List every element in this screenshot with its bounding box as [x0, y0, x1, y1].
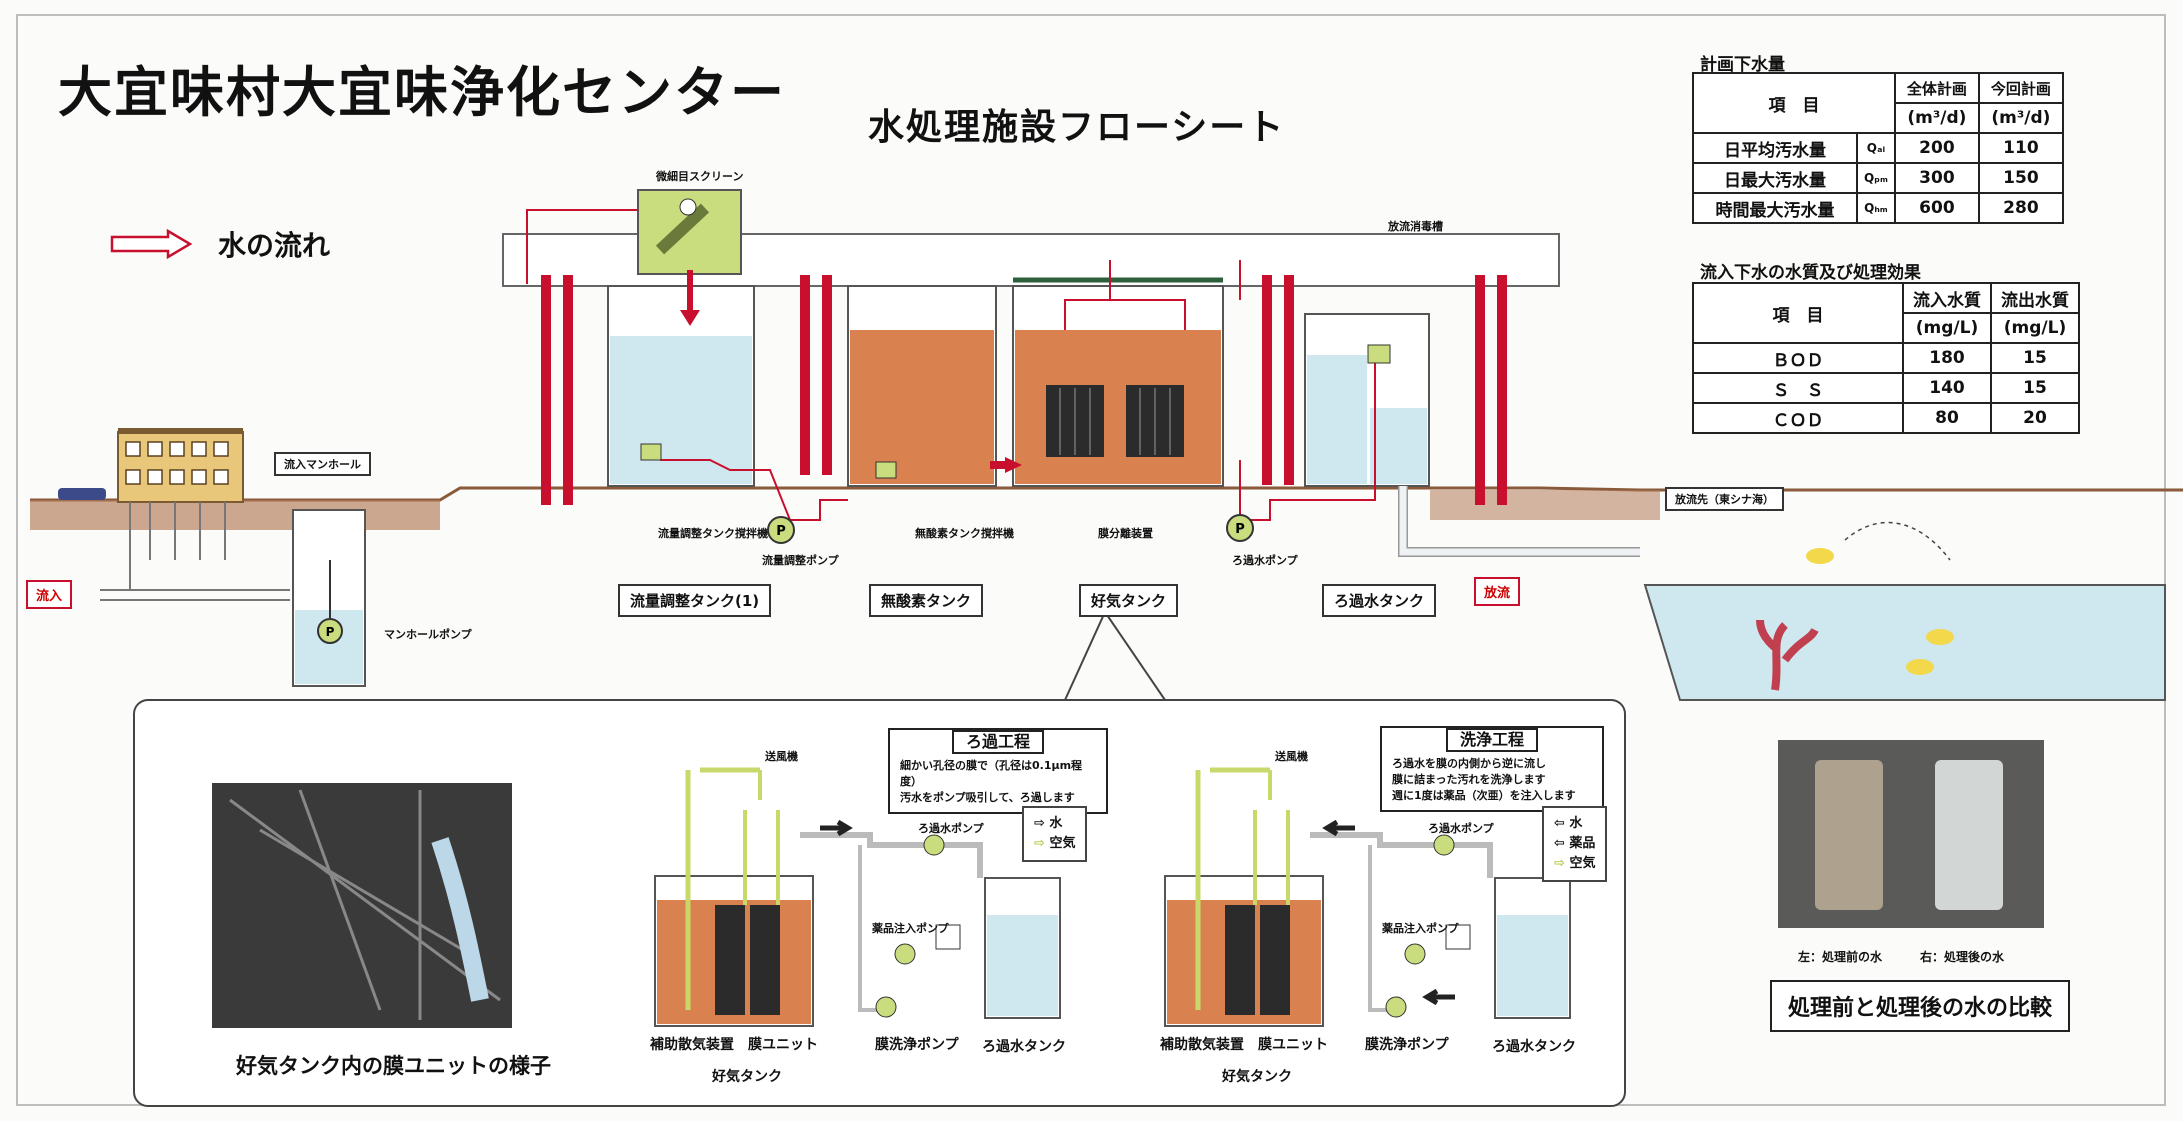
filtration-process-box: ろ過工程 細かい孔径の膜で（孔径は0.1μm程度） 汚水をポンプ吸引して、ろ過し…	[888, 728, 1108, 814]
water-flow-legend: 水の流れ	[110, 224, 330, 264]
cleaning-line2: 膜に詰まった汚れを洗浄します	[1392, 773, 1546, 786]
table-row-label: Ｓ Ｓ	[1692, 372, 1904, 404]
sewage-header-full: 全体計画	[1893, 72, 1980, 104]
quality-header-out: 流出水質	[1990, 282, 2080, 314]
f-backwash-pump-label: 膜洗浄ポンプ	[875, 1037, 959, 1053]
filtration-line1: 細かい孔径の膜で（孔径は0.1μm程度）	[900, 759, 1083, 788]
anoxic-mixer-label: 無酸素タンク撹拌機	[915, 527, 1014, 540]
f-diffuser-label: 補助散気装置	[650, 1037, 734, 1053]
quality-table-caption: 流入下水の水質及び処理効果	[1700, 263, 1921, 283]
discharge-to-tag: 放流先（東シナ海）	[1665, 487, 1784, 511]
sheet-title: 水処理施設フローシート	[868, 107, 1286, 148]
sewage-header-item: 項 目	[1692, 72, 1896, 134]
tank-anoxic: 無酸素タンク	[869, 584, 984, 617]
legend-water: 水	[1569, 816, 1583, 831]
table-row-label: ＣＯＤ	[1692, 402, 1904, 434]
table-cell: 15	[1990, 342, 2080, 374]
c-filtrate-pump-label: ろ過水ポンプ	[1428, 822, 1494, 835]
c-blower-label: 送風機	[1275, 750, 1308, 763]
compare-left-label: 左：処理前の水	[1798, 950, 1883, 964]
quality-header-in: 流入水質	[1902, 282, 1992, 314]
svg-text:P: P	[1235, 522, 1245, 537]
flow-arrow-icon	[110, 229, 192, 259]
tank-filtrate: ろ過水タンク	[1322, 584, 1437, 617]
table-row-label: 日平均汚水量	[1692, 132, 1858, 164]
quality-unit-out: (mg/L)	[1990, 312, 2080, 344]
tank-equalization: 流量調整タンク(1)	[618, 584, 772, 617]
f-filtrate-tank-label: ろ過水タンク	[982, 1039, 1066, 1055]
table-cell: 300	[1893, 162, 1980, 194]
c-filtrate-tank-label: ろ過水タンク	[1492, 1039, 1576, 1055]
table-cell: 80	[1902, 402, 1992, 434]
c-membrane-label: 膜ユニット	[1258, 1037, 1328, 1053]
table-cell: 150	[1977, 162, 2064, 194]
legend-air: 空気	[1569, 856, 1596, 871]
inflow-tag: 流入	[26, 580, 73, 609]
sewage-table: 項 目 全体計画 今回計画 (m³/d) (m³/d) 日平均汚水量 Qₐₗ 2…	[1692, 72, 2064, 224]
f-aerobic-tank-label: 好気タンク	[712, 1069, 782, 1085]
table-cell: 20	[1990, 402, 2080, 434]
table-row-label: 日最大汚水量	[1692, 162, 1858, 194]
f-chem-pump-label: 薬品注入ポンプ	[872, 922, 949, 935]
table-row-symbol: Qₚₘ	[1856, 162, 1896, 194]
membrane-label: 膜分離装置	[1098, 527, 1153, 540]
filtrate-pump-label: ろ過水ポンプ	[1232, 554, 1298, 567]
f-blower-label: 送風機	[765, 750, 798, 763]
table-row-symbol: Qₕₘ	[1856, 192, 1896, 224]
filtration-legend: ⇨ 水 ⇨ 空気	[1022, 806, 1088, 862]
tank-aerobic: 好気タンク	[1079, 584, 1179, 617]
sewage-unit-full: (m³/d)	[1893, 102, 1980, 134]
svg-text:P: P	[776, 524, 786, 539]
table-row-label: ＢＯＤ	[1692, 342, 1904, 374]
table-cell: 110	[1977, 132, 2064, 164]
quality-unit-in: (mg/L)	[1902, 312, 1992, 344]
c-chem-pump-label: 薬品注入ポンプ	[1382, 922, 1459, 935]
c-diffuser-label: 補助散気装置	[1160, 1037, 1244, 1053]
sewage-header-current: 今回計画	[1977, 72, 2064, 104]
cleaning-title: 洗浄工程	[1445, 728, 1538, 752]
water-flow-label: 水の流れ	[218, 229, 331, 262]
inflow-manhole-tag: 流入マンホール	[274, 452, 371, 476]
membrane-photo-caption: 好気タンク内の膜ユニットの様子	[236, 1054, 551, 1078]
f-filtrate-pump-label: ろ過水ポンプ	[918, 822, 984, 835]
table-cell: 140	[1902, 372, 1992, 404]
table-cell: 180	[1902, 342, 1992, 374]
sterilizer-label: 放流消毒槽	[1388, 220, 1443, 233]
table-cell: 15	[1990, 372, 2080, 404]
discharge-tag: 放流	[1474, 577, 1521, 606]
c-aerobic-tank-label: 好気タンク	[1222, 1069, 1292, 1085]
f-membrane-label: 膜ユニット	[748, 1037, 818, 1053]
c-backwash-pump-label: 膜洗浄ポンプ	[1365, 1037, 1449, 1053]
legend-chem: 薬品	[1569, 836, 1596, 851]
fine-screen-label: 微細目スクリーン	[656, 170, 744, 183]
table-cell: 280	[1977, 192, 2064, 224]
sewage-table-caption: 計画下水量	[1700, 55, 1785, 75]
compare-right-label: 右：処理後の水	[1920, 950, 2005, 964]
cleaning-line3: 週に1度は薬品（次亜）を注入します	[1392, 789, 1576, 802]
sewage-unit-current: (m³/d)	[1977, 102, 2064, 134]
table-row-symbol: Qₐₗ	[1856, 132, 1896, 164]
table-row-label: 時間最大汚水量	[1692, 192, 1858, 224]
table-cell: 200	[1893, 132, 1980, 164]
table-cell: 600	[1893, 192, 1980, 224]
filtration-title: ろ過工程	[951, 730, 1044, 754]
cleaning-legend: ⇦ 水 ⇦ 薬品 ⇨ 空気	[1542, 806, 1608, 882]
quality-header-item: 項 目	[1692, 282, 1904, 344]
quality-table: 項 目 流入水質 流出水質 (mg/L) (mg/L) ＢＯＤ 180 15 Ｓ…	[1692, 282, 2080, 434]
facility-title: 大宜味村大宜味浄化センター	[58, 61, 786, 124]
legend-water: 水	[1049, 816, 1063, 831]
compare-photo-caption: 処理前と処理後の水の比較	[1770, 980, 2071, 1032]
manhole-pump-label: マンホールポンプ	[384, 628, 472, 641]
filtration-line2: 汚水をポンプ吸引して、ろ過します	[900, 791, 1075, 804]
legend-air: 空気	[1049, 836, 1076, 851]
svg-text:P: P	[326, 625, 335, 639]
cleaning-process-box: 洗浄工程 ろ過水を膜の内側から逆に流し 膜に詰まった汚れを洗浄します 週に1度は…	[1380, 726, 1604, 812]
cleaning-line1: ろ過水を膜の内側から逆に流し	[1392, 757, 1546, 770]
eq-mixer-label: 流量調整タンク撹拌機	[658, 527, 768, 540]
eq-pump-label: 流量調整ポンプ	[762, 554, 839, 567]
